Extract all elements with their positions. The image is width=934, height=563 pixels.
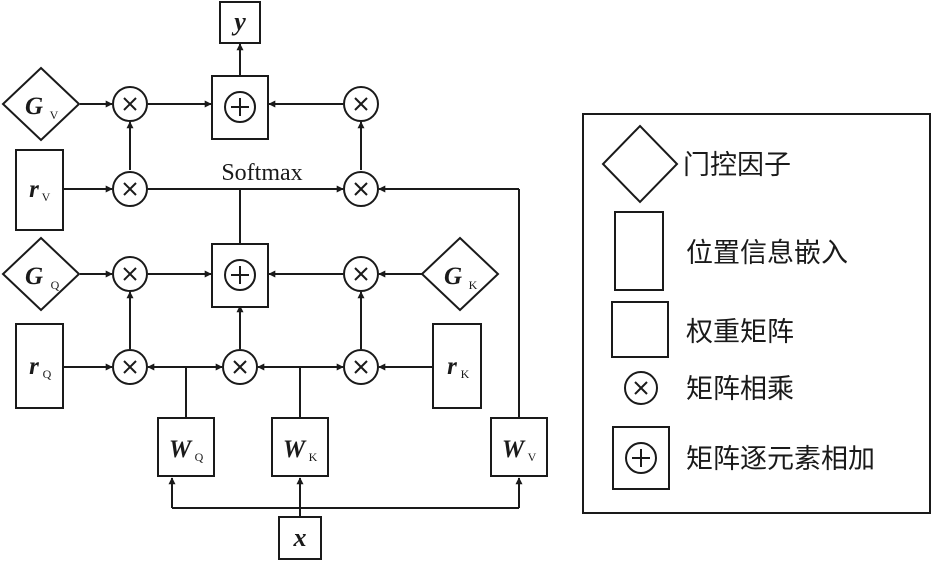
legend-elementwise-add-label: 矩阵逐元素相加 [686, 444, 875, 475]
multiply-node-rv-left [112, 171, 148, 207]
input-x-label: x [293, 523, 307, 552]
legend-item-position-embedding: 位置信息嵌入 [614, 211, 848, 291]
legend-weight-matrix-label: 权重矩阵 [686, 317, 794, 348]
g-k-main: G [444, 263, 462, 290]
w-q-sub: Q [195, 450, 204, 464]
legend-square-icon [611, 301, 669, 358]
g-v-sub: V [50, 108, 59, 122]
multiply-nodes [112, 86, 379, 385]
legend-gate-factor-label: 门控因子 [683, 150, 791, 181]
connectors [63, 43, 523, 516]
w-k-main: W [283, 436, 307, 463]
legend-tall-rect-icon [614, 211, 664, 291]
w-k-sub: K [309, 450, 318, 464]
position-embedding-r-q: r Q [15, 323, 64, 409]
legend-matrix-multiply-label: 矩阵相乘 [686, 374, 794, 405]
output-y-label: y [231, 7, 246, 36]
legend-item-matrix-multiply: 矩阵相乘 [624, 371, 794, 405]
multiply-node-gv-left [112, 86, 148, 122]
multiply-node-gk [343, 256, 379, 292]
legend-add-icon [612, 426, 670, 490]
position-embedding-r-v: r V [15, 149, 64, 231]
multiply-node-gq [112, 256, 148, 292]
multiply-node-rq [112, 349, 148, 385]
multiply-node-rv-right [343, 171, 379, 207]
legend: 门控因子 位置信息嵌入 权重矩阵 矩阵相乘 矩阵逐元素相加 [582, 113, 931, 514]
position-embedding-r-k: r K [432, 323, 482, 409]
r-k-sub: K [461, 367, 470, 381]
softmax-label: Softmax [221, 160, 302, 186]
input-x-box: x [278, 516, 322, 560]
g-v-main: G [25, 93, 43, 120]
legend-item-elementwise-add: 矩阵逐元素相加 [612, 426, 875, 490]
legend-diamond-icon [601, 124, 679, 204]
elementwise-add-middle [211, 243, 269, 308]
multiply-node-qk [222, 349, 258, 385]
legend-item-weight-matrix: 权重矩阵 [611, 301, 794, 358]
gate-factor-g-q: G Q [1, 236, 81, 312]
w-v-main: W [502, 436, 526, 463]
r-v-main: r [29, 176, 39, 203]
elementwise-add-top [211, 75, 269, 140]
r-q-sub: Q [43, 367, 52, 381]
weight-matrix-w-v: W V [490, 417, 548, 477]
w-q-main: W [169, 436, 193, 463]
legend-position-embedding-label: 位置信息嵌入 [686, 238, 848, 269]
r-q-main: r [29, 353, 39, 380]
g-k-sub: K [469, 278, 478, 292]
r-v-sub: V [42, 190, 51, 204]
output-y-box: y [219, 1, 261, 44]
multiply-node-rk [343, 349, 379, 385]
gate-factor-g-v: G V [1, 66, 81, 142]
weight-matrix-w-q: W Q [157, 417, 215, 477]
weight-matrix-w-k: W K [271, 417, 329, 477]
gate-factor-g-k: G K [420, 236, 500, 312]
legend-item-gate-factor: 门控因子 [601, 124, 791, 204]
r-k-main: r [447, 353, 457, 380]
g-q-main: G [25, 263, 43, 290]
g-q-sub: Q [51, 278, 60, 292]
multiply-node-gv-right [343, 86, 379, 122]
legend-multiply-icon [624, 371, 658, 405]
w-v-sub: V [528, 450, 537, 464]
